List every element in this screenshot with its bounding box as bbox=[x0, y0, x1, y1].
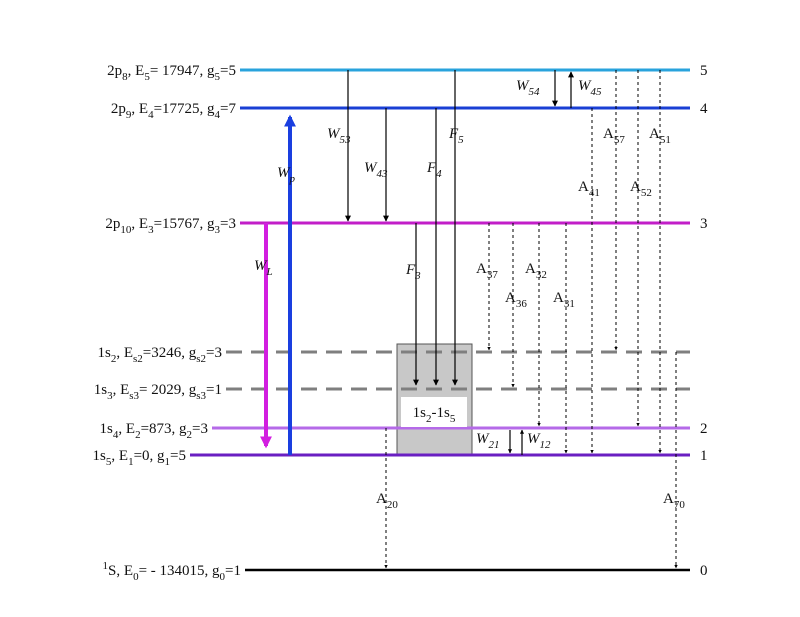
W54-label: W54 bbox=[516, 78, 540, 98]
level-2-index: 2 bbox=[700, 421, 708, 437]
level-4-index: 4 bbox=[700, 101, 708, 117]
level-5-label: 2p8, E5= 17947, g5=5 bbox=[107, 63, 236, 83]
W53-label: W53 bbox=[327, 126, 351, 146]
A32-label: A32 bbox=[525, 261, 547, 281]
F3-label: F3 bbox=[405, 262, 421, 282]
A36-label: A36 bbox=[505, 290, 527, 310]
A31-label: A31 bbox=[553, 290, 575, 310]
W43-label: W43 bbox=[364, 160, 388, 180]
level-s3-label: 1s3, Es3= 2029, gs3=1 bbox=[94, 382, 222, 402]
A52-label: A52 bbox=[630, 179, 652, 199]
A57-label: A57 bbox=[603, 126, 625, 146]
box-label: 1s2-1s5 bbox=[413, 405, 456, 425]
W21-label: W21 bbox=[476, 431, 500, 451]
level-1-index: 1 bbox=[700, 448, 708, 464]
A37-label: A37 bbox=[476, 261, 498, 281]
A51-label: A51 bbox=[649, 126, 671, 146]
level-s2-label: 1s2, Es2=3246, gs2=3 bbox=[97, 345, 222, 365]
level-2-label: 1s4, E2=873, g2=3 bbox=[100, 421, 208, 441]
WL-label: WL bbox=[254, 258, 273, 278]
level-5-index: 5 bbox=[700, 63, 708, 79]
level-4-label: 2p9, E4=17725, g4=7 bbox=[111, 101, 237, 121]
level-3-label: 2p10, E3=15767, g3=3 bbox=[105, 216, 236, 236]
F4-label: F4 bbox=[426, 160, 442, 180]
W12-label: W12 bbox=[527, 431, 551, 451]
level-1-label: 1s5, E1=0, g1=5 bbox=[93, 448, 186, 468]
level-0-label: 1S, E0= - 134015, g0=1 bbox=[103, 560, 241, 583]
level-3-index: 3 bbox=[700, 216, 708, 232]
F5-label: F5 bbox=[448, 126, 464, 146]
A70-label: A70 bbox=[663, 491, 685, 511]
box-label-bg bbox=[401, 397, 467, 427]
W45-label: W45 bbox=[578, 78, 602, 98]
A20-label: A20 bbox=[376, 491, 398, 511]
A41-label: A41 bbox=[578, 179, 600, 199]
level-0-index: 0 bbox=[700, 563, 708, 579]
Wp-label: Wp bbox=[277, 165, 296, 185]
